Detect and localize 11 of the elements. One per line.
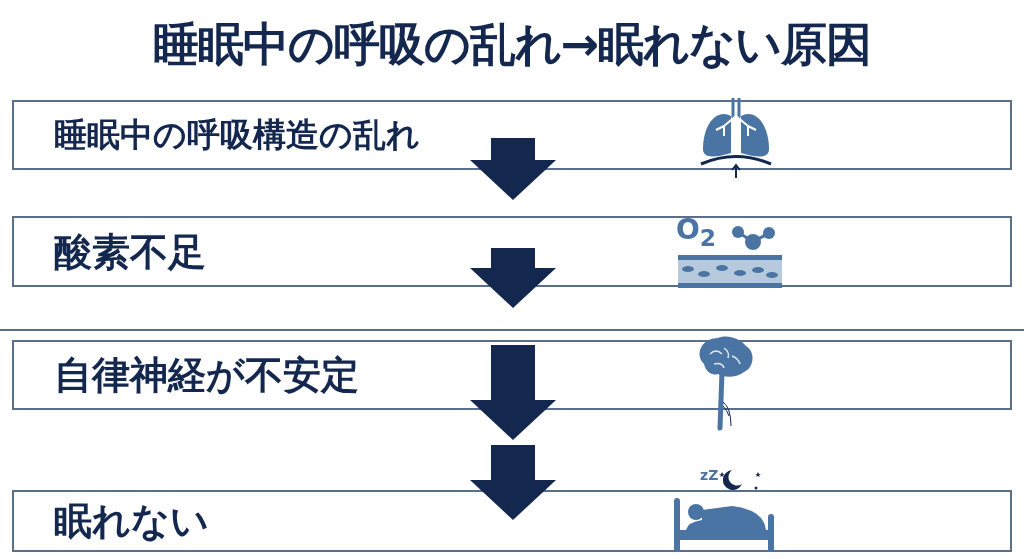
block-arrow [470, 138, 556, 200]
oxygen-formula: O$_{2}$ [676, 216, 717, 250]
step-text: 酸素不足 [54, 228, 206, 275]
block-arrow [470, 445, 556, 520]
step-text: 自律神経が不安定 [54, 351, 359, 399]
step-box [12, 216, 1012, 287]
step-text: 睡眠中の呼吸構造の乱れ [54, 113, 420, 156]
block-arrow [470, 345, 556, 440]
title: 睡眠中の呼吸の乱れ→眠れない原因 [151, 16, 873, 73]
block-arrow [470, 248, 556, 308]
step-text: 眠れない [54, 497, 209, 545]
